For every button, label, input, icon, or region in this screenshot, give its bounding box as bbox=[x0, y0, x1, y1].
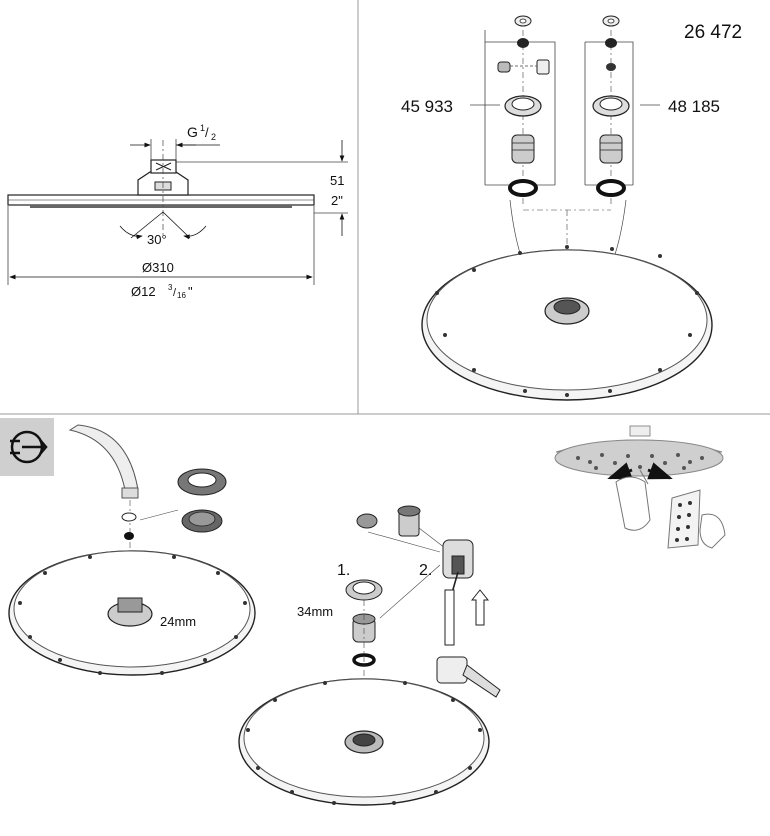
installation-left-drawing bbox=[8, 424, 256, 676]
thread-label: G bbox=[187, 124, 198, 140]
exploded-parts-drawing bbox=[421, 15, 713, 401]
wrench-size-34: 34mm bbox=[297, 604, 333, 619]
maintenance-icon bbox=[0, 418, 54, 476]
wrench-size-24: 24mm bbox=[160, 614, 196, 629]
diameter-in-label: Ø12 bbox=[131, 284, 156, 299]
cleaning-nozzles-illustration bbox=[554, 425, 726, 549]
angle-label: 30° bbox=[147, 232, 167, 247]
nozzle-row bbox=[30, 205, 292, 208]
step-1-label: 1. bbox=[337, 562, 350, 579]
thread-frac-den: 2 bbox=[211, 132, 216, 142]
height-mm-label: 51 bbox=[330, 173, 344, 188]
diameter-in-suffix: " bbox=[188, 284, 193, 299]
step-2-label: 2. bbox=[419, 562, 432, 579]
diameter-mm-label: Ø310 bbox=[142, 260, 174, 275]
height-in-label: 2" bbox=[331, 193, 343, 208]
thread-frac-num: 1 bbox=[200, 123, 205, 133]
thread-frac-slash: / bbox=[205, 125, 209, 140]
product-number: 26 472 bbox=[684, 22, 742, 43]
diameter-in-frac-slash: / bbox=[173, 287, 177, 299]
installation-middle-drawing bbox=[238, 505, 501, 806]
variant-left-label: 45 933 bbox=[401, 97, 453, 116]
dimension-drawing bbox=[7, 139, 348, 285]
variant-right-label: 48 185 bbox=[668, 97, 720, 116]
diameter-in-frac-num: 3 bbox=[168, 283, 173, 292]
diameter-in-frac-den: 16 bbox=[177, 291, 186, 300]
